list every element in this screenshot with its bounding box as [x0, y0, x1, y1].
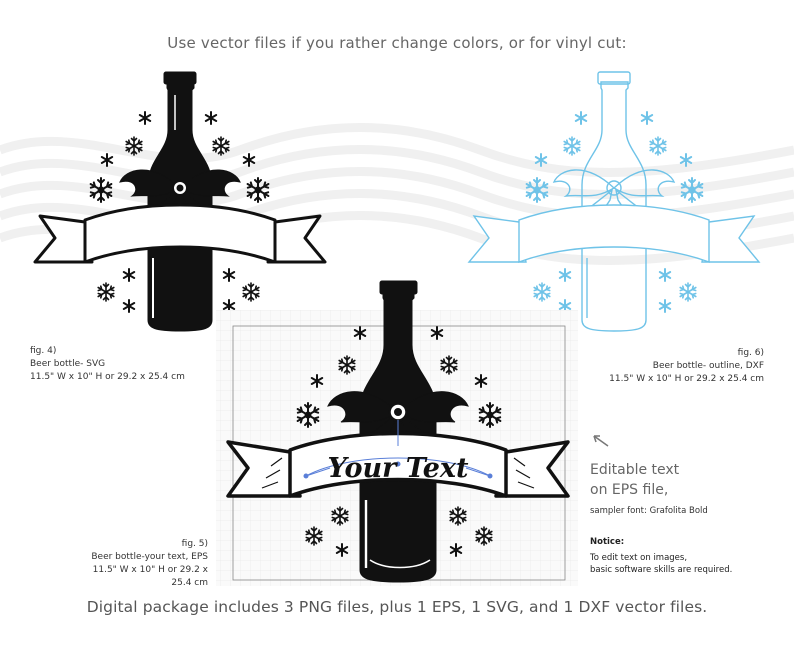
- fig4-bottle-artwork: [33, 71, 327, 332]
- fig5-label: fig. 5): [181, 539, 208, 549]
- sampler-font-note: sampler font: Grafolita Bold: [590, 506, 708, 516]
- ribbon-banner-icon: [33, 203, 327, 264]
- fig6-label: fig. 6): [737, 348, 764, 358]
- fig6-title: Beer bottle- outline, DXF: [652, 361, 764, 371]
- notice-line1: To edit text on images,: [590, 553, 688, 563]
- editable-line2: on EPS file,: [590, 482, 669, 498]
- arrow-pointer-icon: [593, 435, 609, 447]
- fig5-caption: fig. 5) Beer bottle-your text, EPS 11.5"…: [78, 538, 208, 590]
- editable-text-callout: Editable text on EPS file,: [590, 460, 679, 500]
- fig6-outline-artwork: [467, 71, 761, 332]
- notice-text: To edit text on images, basic software s…: [590, 552, 760, 576]
- notice-line2: basic software skills are required.: [590, 565, 733, 575]
- editable-line1: Editable text: [590, 462, 680, 478]
- ribbon-banner-outline-icon: [467, 204, 761, 263]
- beer-bottle-outline-icon: [581, 81, 647, 332]
- fig4-caption: fig. 4) Beer bottle- SVG 11.5" W x 10" H…: [30, 345, 185, 384]
- footer-package-info: Digital package includes 3 PNG files, pl…: [86, 598, 708, 616]
- fig5-size: 11.5" W x 10" H or 29.2 x 25.4 cm: [92, 565, 208, 588]
- notice-title: Notice:: [590, 537, 625, 547]
- fig4-size: 11.5" W x 10" H or 29.2 x 25.4 cm: [30, 372, 185, 382]
- headline: Use vector files if you rather change co…: [167, 34, 627, 52]
- fig5-title: Beer bottle-your text, EPS: [91, 552, 208, 562]
- fig6-size: 11.5" W x 10" H or 29.2 x 25.4 cm: [609, 374, 764, 384]
- text-path-guide: [303, 420, 493, 479]
- fig4-label: fig. 4): [30, 346, 57, 356]
- fig4-title: Beer bottle- SVG: [30, 359, 106, 369]
- banner-your-text: Your Text: [328, 453, 469, 484]
- fig6-caption: fig. 6) Beer bottle- outline, DXF 11.5" …: [609, 347, 764, 386]
- ribbon-banner-icon: [226, 431, 570, 498]
- fig5-eps-artwork: Your Text: [216, 280, 609, 586]
